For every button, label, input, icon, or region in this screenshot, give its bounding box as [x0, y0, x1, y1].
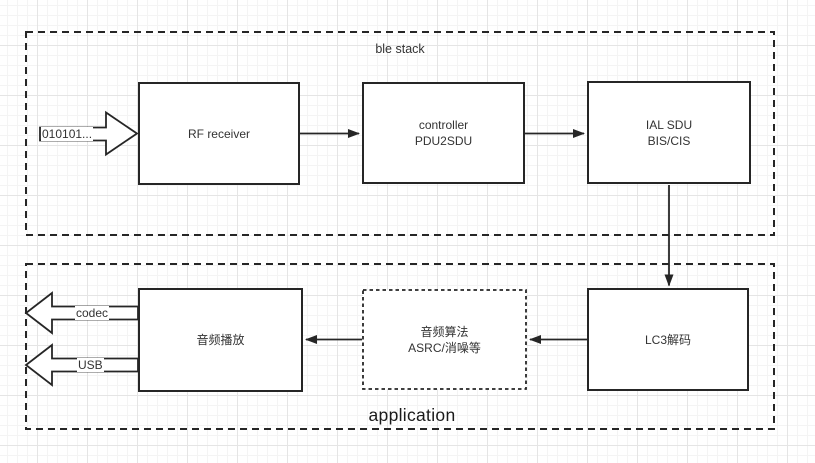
application-container[interactable] — [25, 263, 775, 430]
lc3-decode-label: LC3解码 — [644, 332, 691, 347]
audio-algorithm-label-line1: 音频算法 — [420, 324, 469, 339]
rf-receiver-label: RF receiver — [187, 126, 250, 141]
audio-algorithm-label: 音频算法 ASRC/消噪等 — [362, 289, 527, 390]
audio-playback-label: 音频播放 — [196, 333, 245, 347]
usb-arrow-label: USB — [77, 358, 104, 372]
codec-arrow-label: codec — [75, 306, 110, 320]
ial-sdu-box[interactable]: IAL SDU BIS/CIS — [587, 81, 751, 184]
ble-stack-container[interactable] — [25, 31, 775, 236]
lc3-decode-box[interactable]: LC3解码 — [587, 288, 749, 391]
input-bitstream-label: 010101... — [41, 127, 94, 141]
ial-sdu-label-line1: IAL SDU — [645, 117, 693, 132]
rf-receiver-box[interactable]: RF receiver — [138, 82, 300, 185]
audio-algorithm-label-line2: ASRC/消噪等 — [408, 340, 481, 355]
audio-algorithm-box[interactable] — [362, 289, 527, 390]
ial-sdu-label-line2: BIS/CIS — [647, 133, 691, 148]
controller-label-line2: PDU2SDU — [414, 134, 473, 148]
controller-box[interactable]: controller PDU2SDU — [362, 82, 525, 184]
controller-label-line1: controller — [418, 118, 469, 132]
audio-playback-box[interactable]: 音频播放 — [138, 288, 303, 392]
